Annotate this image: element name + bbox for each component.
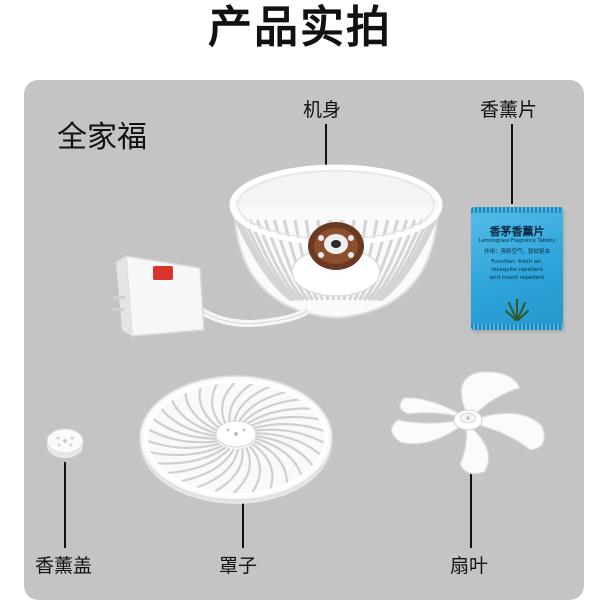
blade-pointer-line — [470, 448, 472, 548]
lemongrass-leaf-icon — [505, 299, 529, 321]
packet-line-2: Function: fresh air, — [491, 259, 543, 265]
packet-line-4: and insect repellent — [489, 275, 545, 281]
packet-line-1: 作用：清新空气，驱蚊驱虫 — [483, 249, 550, 255]
grille-cover-photo — [138, 372, 334, 506]
grille-cover-graphic — [139, 375, 333, 504]
fan-blade-photo — [380, 368, 556, 478]
fragrance-cap-graphic — [46, 428, 84, 458]
power-cable-photo — [108, 248, 308, 348]
fan-blade-graphic — [390, 371, 545, 475]
cap-pointer-line — [64, 462, 66, 548]
cover-label: 罩子 — [219, 555, 258, 577]
switch-plug-graphic — [112, 255, 308, 337]
tablet-pointer-line — [511, 124, 513, 204]
cap-label: 香薰盖 — [35, 555, 93, 577]
blade-label: 扇叶 — [450, 555, 489, 577]
packet-title: 香茅香薰片 — [489, 225, 545, 238]
tablet-label: 香薰片 — [480, 99, 538, 121]
fan-body-photo — [226, 160, 446, 330]
fan-basket-graphic — [229, 164, 443, 320]
body-label: 机身 — [303, 99, 342, 121]
packet-line-3: mosquito repellent — [491, 267, 543, 273]
rocker-switch-icon — [153, 266, 173, 280]
page-heading: 产品实拍 — [208, 2, 392, 53]
packet-subtitle: Lemongrass Fragrance Tablets — [479, 238, 555, 244]
fragrance-cap-photo — [45, 424, 85, 462]
fragrance-tablet-packet: 香茅香薰片 Lemongrass Fragrance Tablets 作用：清新… — [471, 207, 563, 330]
full-set-label: 全家福 — [57, 120, 147, 155]
